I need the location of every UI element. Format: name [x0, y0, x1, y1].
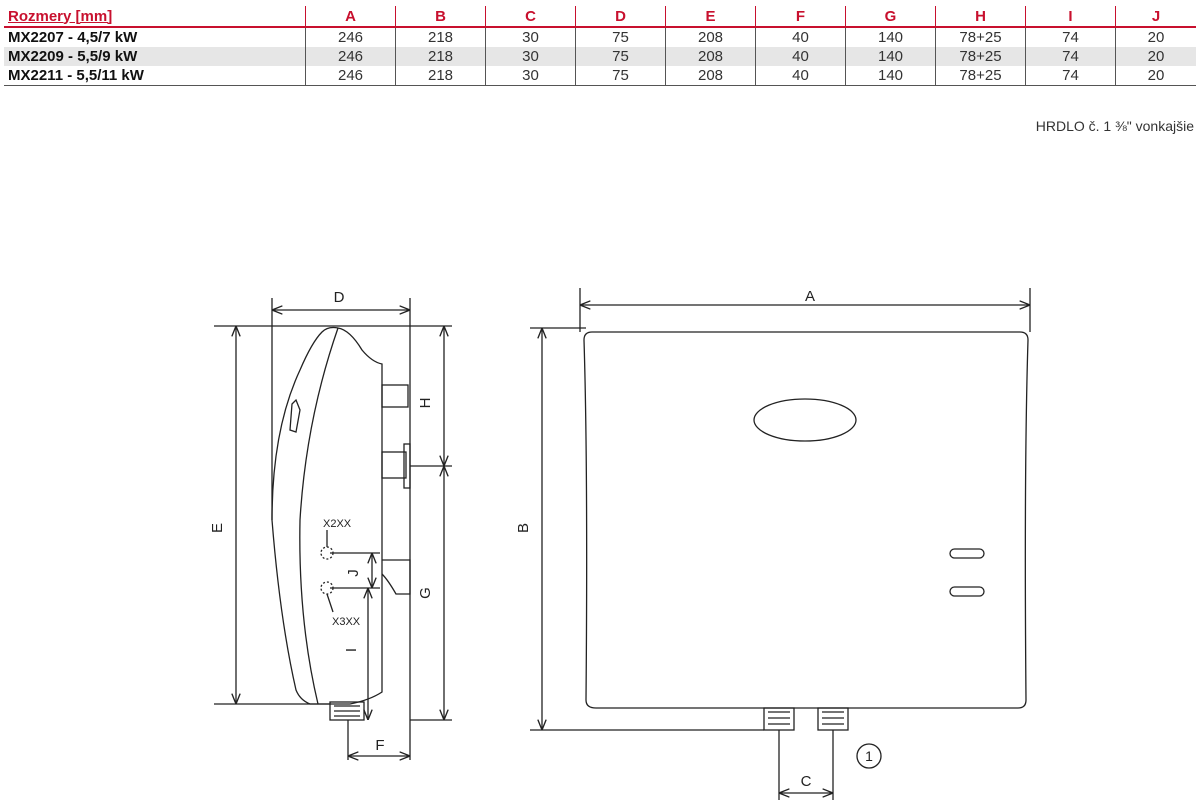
label-c: C — [801, 773, 812, 790]
cell-b: 218 — [395, 27, 486, 47]
cell-a: 246 — [305, 27, 396, 47]
header-d: D — [575, 6, 666, 28]
label-b: B — [515, 523, 532, 533]
row-model: MX2207 - 4,5/7 kW — [8, 29, 138, 46]
cell-e: 208 — [665, 47, 756, 66]
header-h: H — [935, 6, 1026, 28]
cell-d: 75 — [575, 66, 666, 86]
cell-a: 246 — [305, 47, 396, 66]
callout-circle — [856, 743, 882, 769]
cell-i: 74 — [1025, 27, 1116, 47]
header-b: B — [395, 6, 486, 28]
indicator-slot-top — [949, 548, 985, 559]
cell-g: 140 — [845, 66, 936, 86]
label-h: H — [417, 398, 434, 409]
front-connector-right — [817, 707, 849, 731]
cell-f: 40 — [755, 27, 846, 47]
side-body-outline — [271, 326, 383, 705]
header-g: G — [845, 6, 936, 28]
table-header-row: Rozmery [mm] A B C D E F G H I J — [4, 6, 1196, 28]
table-row: MX2207 - 4,5/7 kW 246 218 30 75 208 40 1… — [4, 27, 1196, 47]
label-a: A — [805, 288, 815, 305]
dimension-labels: D E H G J I F X2XX X3XX A B C 1 — [209, 288, 873, 790]
cell-j: 20 — [1115, 27, 1196, 47]
label-d: D — [334, 289, 345, 306]
table-row: MX2211 - 5,5/11 kW 246 218 30 75 208 40 … — [4, 66, 1196, 86]
cell-c: 30 — [485, 27, 576, 47]
label-j: J — [345, 569, 362, 577]
cell-h: 78+25 — [935, 27, 1026, 47]
cell-h: 78+25 — [935, 47, 1026, 66]
header-f: F — [755, 6, 846, 28]
side-body-front-edge — [299, 327, 339, 705]
cell-g: 140 — [845, 47, 936, 66]
cell-j: 20 — [1115, 47, 1196, 66]
row-model: MX2211 - 5,5/11 kW — [4, 66, 306, 86]
front-connector-left — [763, 707, 795, 731]
cell-h: 78+25 — [935, 66, 1026, 86]
thread-note: HRDLO č. 1 ⅜" vonkajšie — [1035, 118, 1194, 134]
header-i: I — [1025, 6, 1116, 28]
callout-number: 1 — [865, 748, 873, 764]
dimensions-table: Rozmery [mm] A B C D E F G H I J MX2207 … — [4, 6, 1196, 86]
label-g: G — [417, 587, 434, 599]
indicator-slot-bottom — [949, 586, 985, 597]
side-middle-bracket — [381, 451, 407, 479]
header-dimensions: Rozmery [mm] — [4, 6, 306, 28]
label-x2: X2XX — [323, 518, 352, 530]
cell-f: 40 — [755, 47, 846, 66]
table-row: MX2209 - 5,5/9 kW 246 218 30 75 208 40 1… — [4, 47, 1196, 66]
cell-g: 140 — [845, 27, 936, 47]
header-a: A — [305, 6, 396, 28]
label-f: F — [375, 737, 384, 754]
display-window — [753, 398, 857, 442]
label-x3: X3XX — [332, 616, 361, 628]
row-model: MX2209 - 5,5/9 kW — [4, 47, 306, 66]
cell-e: 208 — [665, 66, 756, 86]
header-j: J — [1115, 6, 1196, 28]
side-bracket-flange — [403, 443, 411, 489]
cell-d: 75 — [575, 27, 666, 47]
side-knob — [289, 398, 301, 433]
header-c: C — [485, 6, 576, 28]
cell-j: 20 — [1115, 66, 1196, 86]
cell-c: 30 — [485, 47, 576, 66]
side-view — [214, 298, 452, 760]
front-view — [530, 288, 1031, 800]
label-i: I — [343, 648, 360, 652]
cell-b: 218 — [395, 47, 486, 66]
cell-a: 246 — [305, 66, 396, 86]
cell-d: 75 — [575, 47, 666, 66]
cell-i: 74 — [1025, 66, 1116, 86]
header-e: E — [665, 6, 756, 28]
cell-c: 30 — [485, 66, 576, 86]
label-e: E — [209, 523, 226, 533]
side-lower-bracket — [381, 559, 411, 595]
cell-e: 208 — [665, 27, 756, 47]
x3-leader — [326, 593, 334, 613]
front-body-outline — [583, 331, 1029, 709]
cell-b: 218 — [395, 66, 486, 86]
cell-i: 74 — [1025, 47, 1116, 66]
side-top-pipe — [381, 384, 409, 408]
cell-f: 40 — [755, 66, 846, 86]
